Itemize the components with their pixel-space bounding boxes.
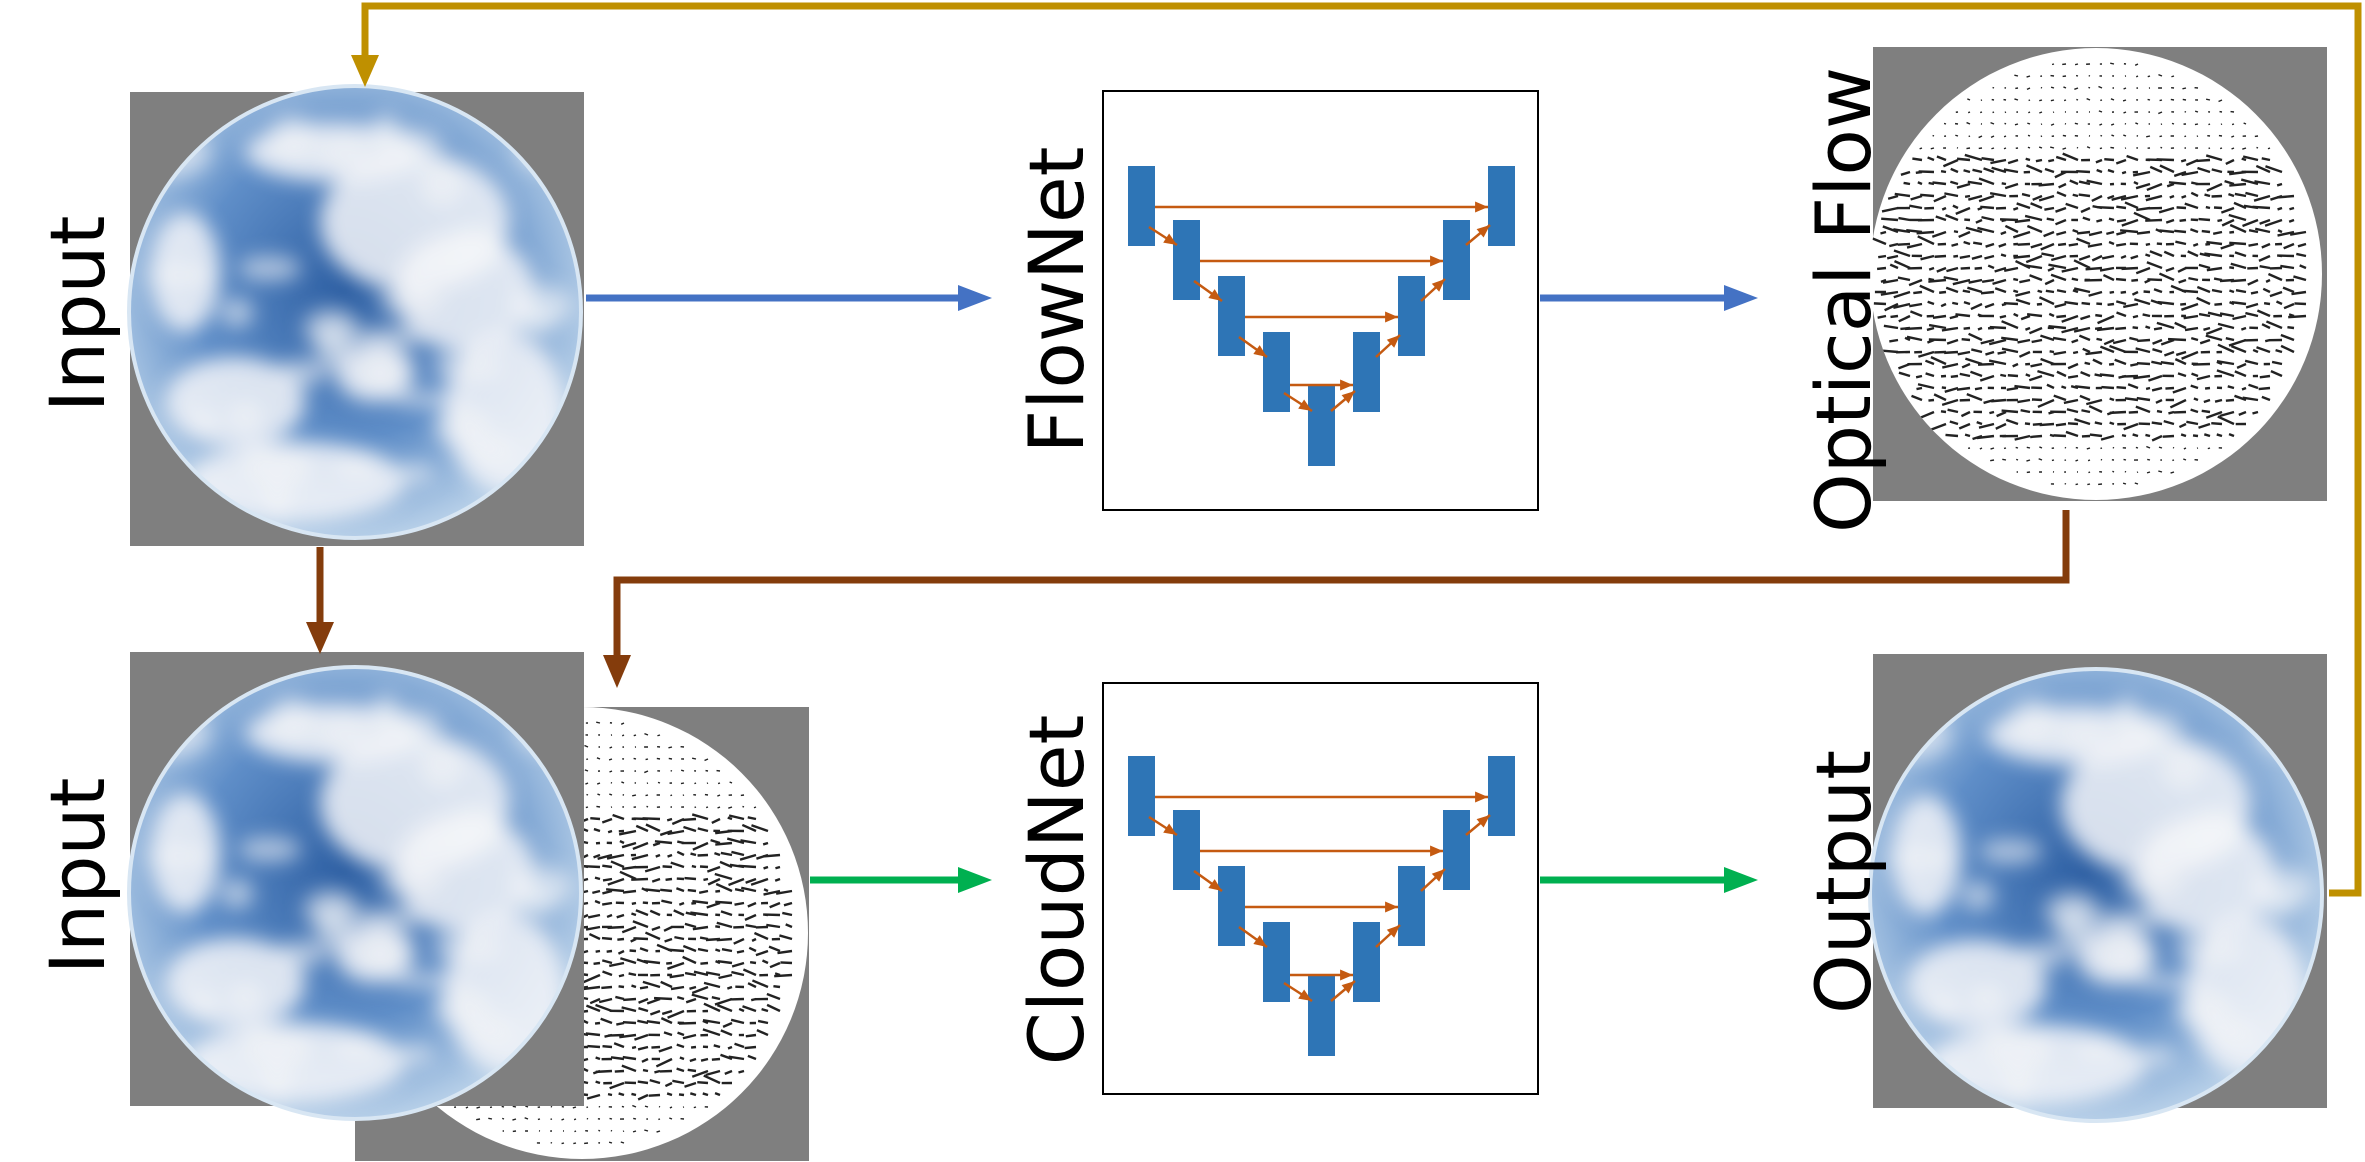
arrow-output-feedback <box>351 2 2362 897</box>
arrow-flownet-to-flow <box>1540 285 1758 311</box>
label-output: Output <box>1799 750 1888 1014</box>
output-sky-image <box>1868 654 2327 1123</box>
label-cloudnet: CloudNet <box>1012 715 1101 1066</box>
cloudnet-block <box>1102 682 1539 1095</box>
arrow-cloudnet-to-output <box>1540 867 1758 893</box>
label-optical-flow: Optical Flow <box>1799 67 1888 533</box>
optical-flow-image <box>1870 47 2327 501</box>
input-sky-image-bottom <box>127 652 584 1121</box>
arrow-input-down <box>306 547 334 654</box>
label-input-top: Input <box>33 216 122 413</box>
arrow-input-to-cloudnet <box>810 867 992 893</box>
flownet-block <box>1102 90 1539 511</box>
arrow-input-to-flownet <box>586 285 992 311</box>
input-sky-image-top <box>127 84 584 546</box>
label-flownet: FlowNet <box>1012 147 1101 454</box>
arrow-flow-to-input <box>603 510 2070 688</box>
label-input-bottom: Input <box>33 778 122 975</box>
